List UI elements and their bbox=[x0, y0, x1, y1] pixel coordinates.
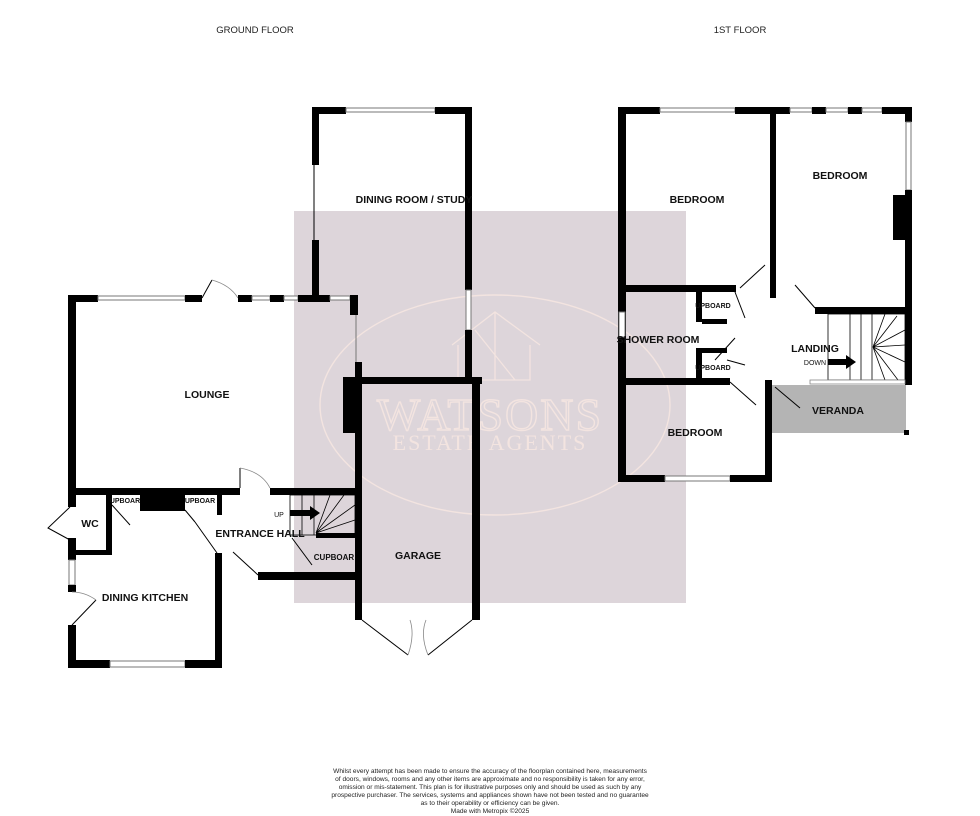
room-label-garage: GARAGE bbox=[395, 550, 441, 562]
disclaimer-line: of doors, windows, rooms and any other i… bbox=[335, 776, 645, 783]
first-floor-title: 1ST FLOOR bbox=[714, 25, 767, 36]
room-label-shower-room: SHOWER ROOM bbox=[617, 334, 700, 346]
room-label-landing: LANDING bbox=[791, 343, 839, 355]
room-label-lounge: LOUNGE bbox=[185, 389, 230, 401]
stairs-up-label: UP bbox=[274, 512, 284, 519]
disclaimer-line: as to their operability or efficiency ca… bbox=[420, 800, 560, 807]
room-label-wc: WC bbox=[81, 518, 99, 530]
disclaimer: Whilst every attempt has been made to en… bbox=[300, 768, 680, 816]
room-label-veranda: VERANDA bbox=[812, 405, 864, 417]
room-label-cupboard: CUPBOAR bbox=[314, 553, 355, 562]
watermark-brand: WATSONS bbox=[377, 389, 603, 440]
room-label-cupboard: UPBOARD bbox=[695, 365, 730, 372]
room-label-bedroom: BEDROOM bbox=[670, 194, 725, 206]
watermark-ellipse bbox=[319, 294, 671, 516]
disclaimer-credit: Made with Metropix ©2025 bbox=[450, 808, 530, 815]
stairs-down-label: DOWN bbox=[804, 360, 826, 367]
disclaimer-line: omission or mis-statement. This plan is … bbox=[338, 784, 642, 791]
stairs-up-arrow-icon bbox=[290, 506, 320, 520]
veranda-area bbox=[772, 385, 906, 433]
room-label-dining-kitchen: DINING KITCHEN bbox=[102, 592, 188, 604]
room-label-dining-room-study: DINING ROOM / STUDY bbox=[356, 194, 473, 206]
room-label-bedroom: BEDROOM bbox=[668, 427, 723, 439]
room-label-cupboard: UPBOAR bbox=[110, 498, 140, 505]
stairs-down-arrow-icon bbox=[828, 355, 856, 369]
first-floor-walls bbox=[618, 107, 912, 482]
first-floor-stairs bbox=[809, 313, 906, 385]
ground-floor-walls bbox=[47, 107, 482, 668]
room-label-cupboard: UPBOAR bbox=[185, 498, 215, 505]
room-label-bedroom: BEDROOM bbox=[813, 170, 868, 182]
disclaimer-line: Whilst every attempt has been made to en… bbox=[333, 768, 647, 775]
watermark-tagline: ESTATE AGENTS bbox=[393, 430, 588, 455]
ground-floor-title: GROUND FLOOR bbox=[216, 25, 294, 36]
room-label-cupboard: UPBOARD bbox=[695, 303, 730, 310]
disclaimer-line: prospective purchaser. The services, sys… bbox=[331, 792, 649, 799]
room-label-entrance-hall: ENTRANCE HALL bbox=[215, 528, 305, 540]
watermark-house-icon bbox=[451, 311, 541, 381]
